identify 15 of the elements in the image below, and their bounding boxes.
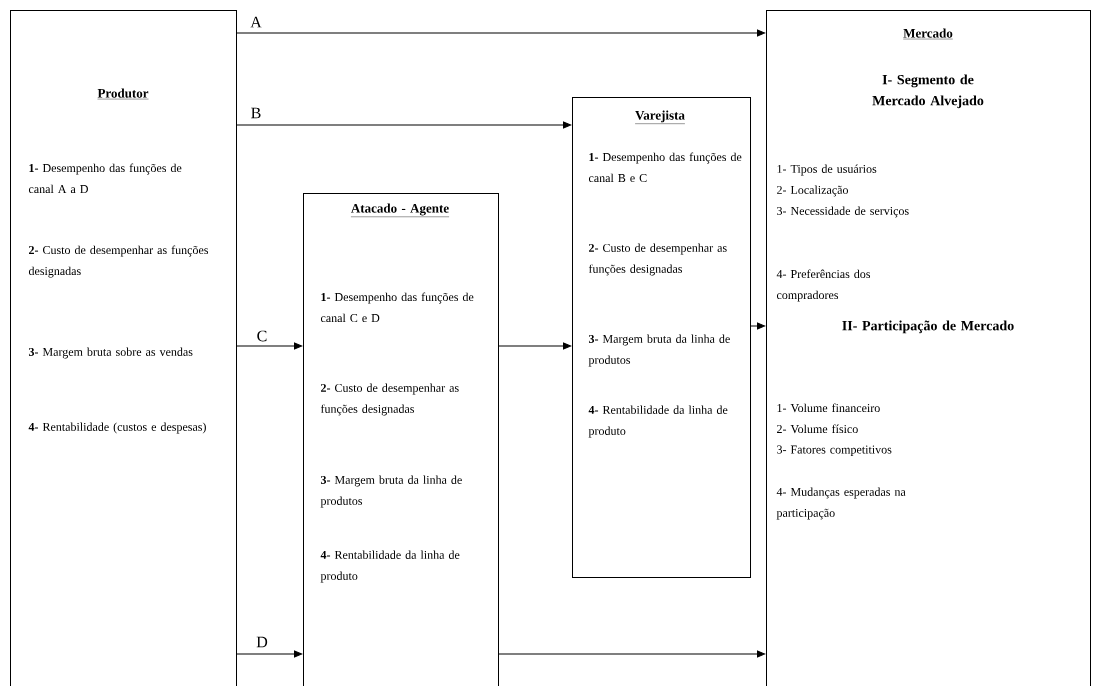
- arrow: [498, 650, 766, 658]
- edge-label: D: [256, 636, 268, 648]
- edge-label: B: [251, 107, 261, 119]
- arrow: [236, 121, 572, 129]
- arrow: [236, 342, 303, 350]
- arrow: [236, 29, 766, 37]
- arrow: [750, 322, 766, 330]
- arrow: [236, 650, 303, 658]
- box: Produtor 1- Desempenho das funções de canal A a D 2- Custo de desempenhar as funções designadas 3- Margem bruta sobre as vendas 4- Rentabilidade (custos e despesas): [10, 10, 237, 686]
- box: Mercado I- Segmento de Mercado Alvejado 1- Tipos de usuários 2- Localização 3- Necessidade de serviços 4- Preferências dos compradores II- Participação de Mercado 1- Volume financeiro 2- Volume físico 3- Fatores competitivos 4- Mudanças esperadas na participação: [766, 10, 1091, 686]
- edge-label: A: [250, 16, 262, 28]
- box: Varejista 1- Desempenho das funções de canal B e C 2- Custo de desempenhar as funções designadas 3- Margem bruta da linha de produtos 4- Rentabilidade da linha de produto: [572, 97, 751, 578]
- arrow: [498, 342, 572, 350]
- edge-label: C: [257, 330, 267, 342]
- box: Atacado - Agente 1- Desempenho das funções de canal C e D 2- Custo de desempenhar as funções designadas 3- Margem bruta da linha de produtos 4- Rentabilidade da linha de produto: [303, 193, 499, 686]
